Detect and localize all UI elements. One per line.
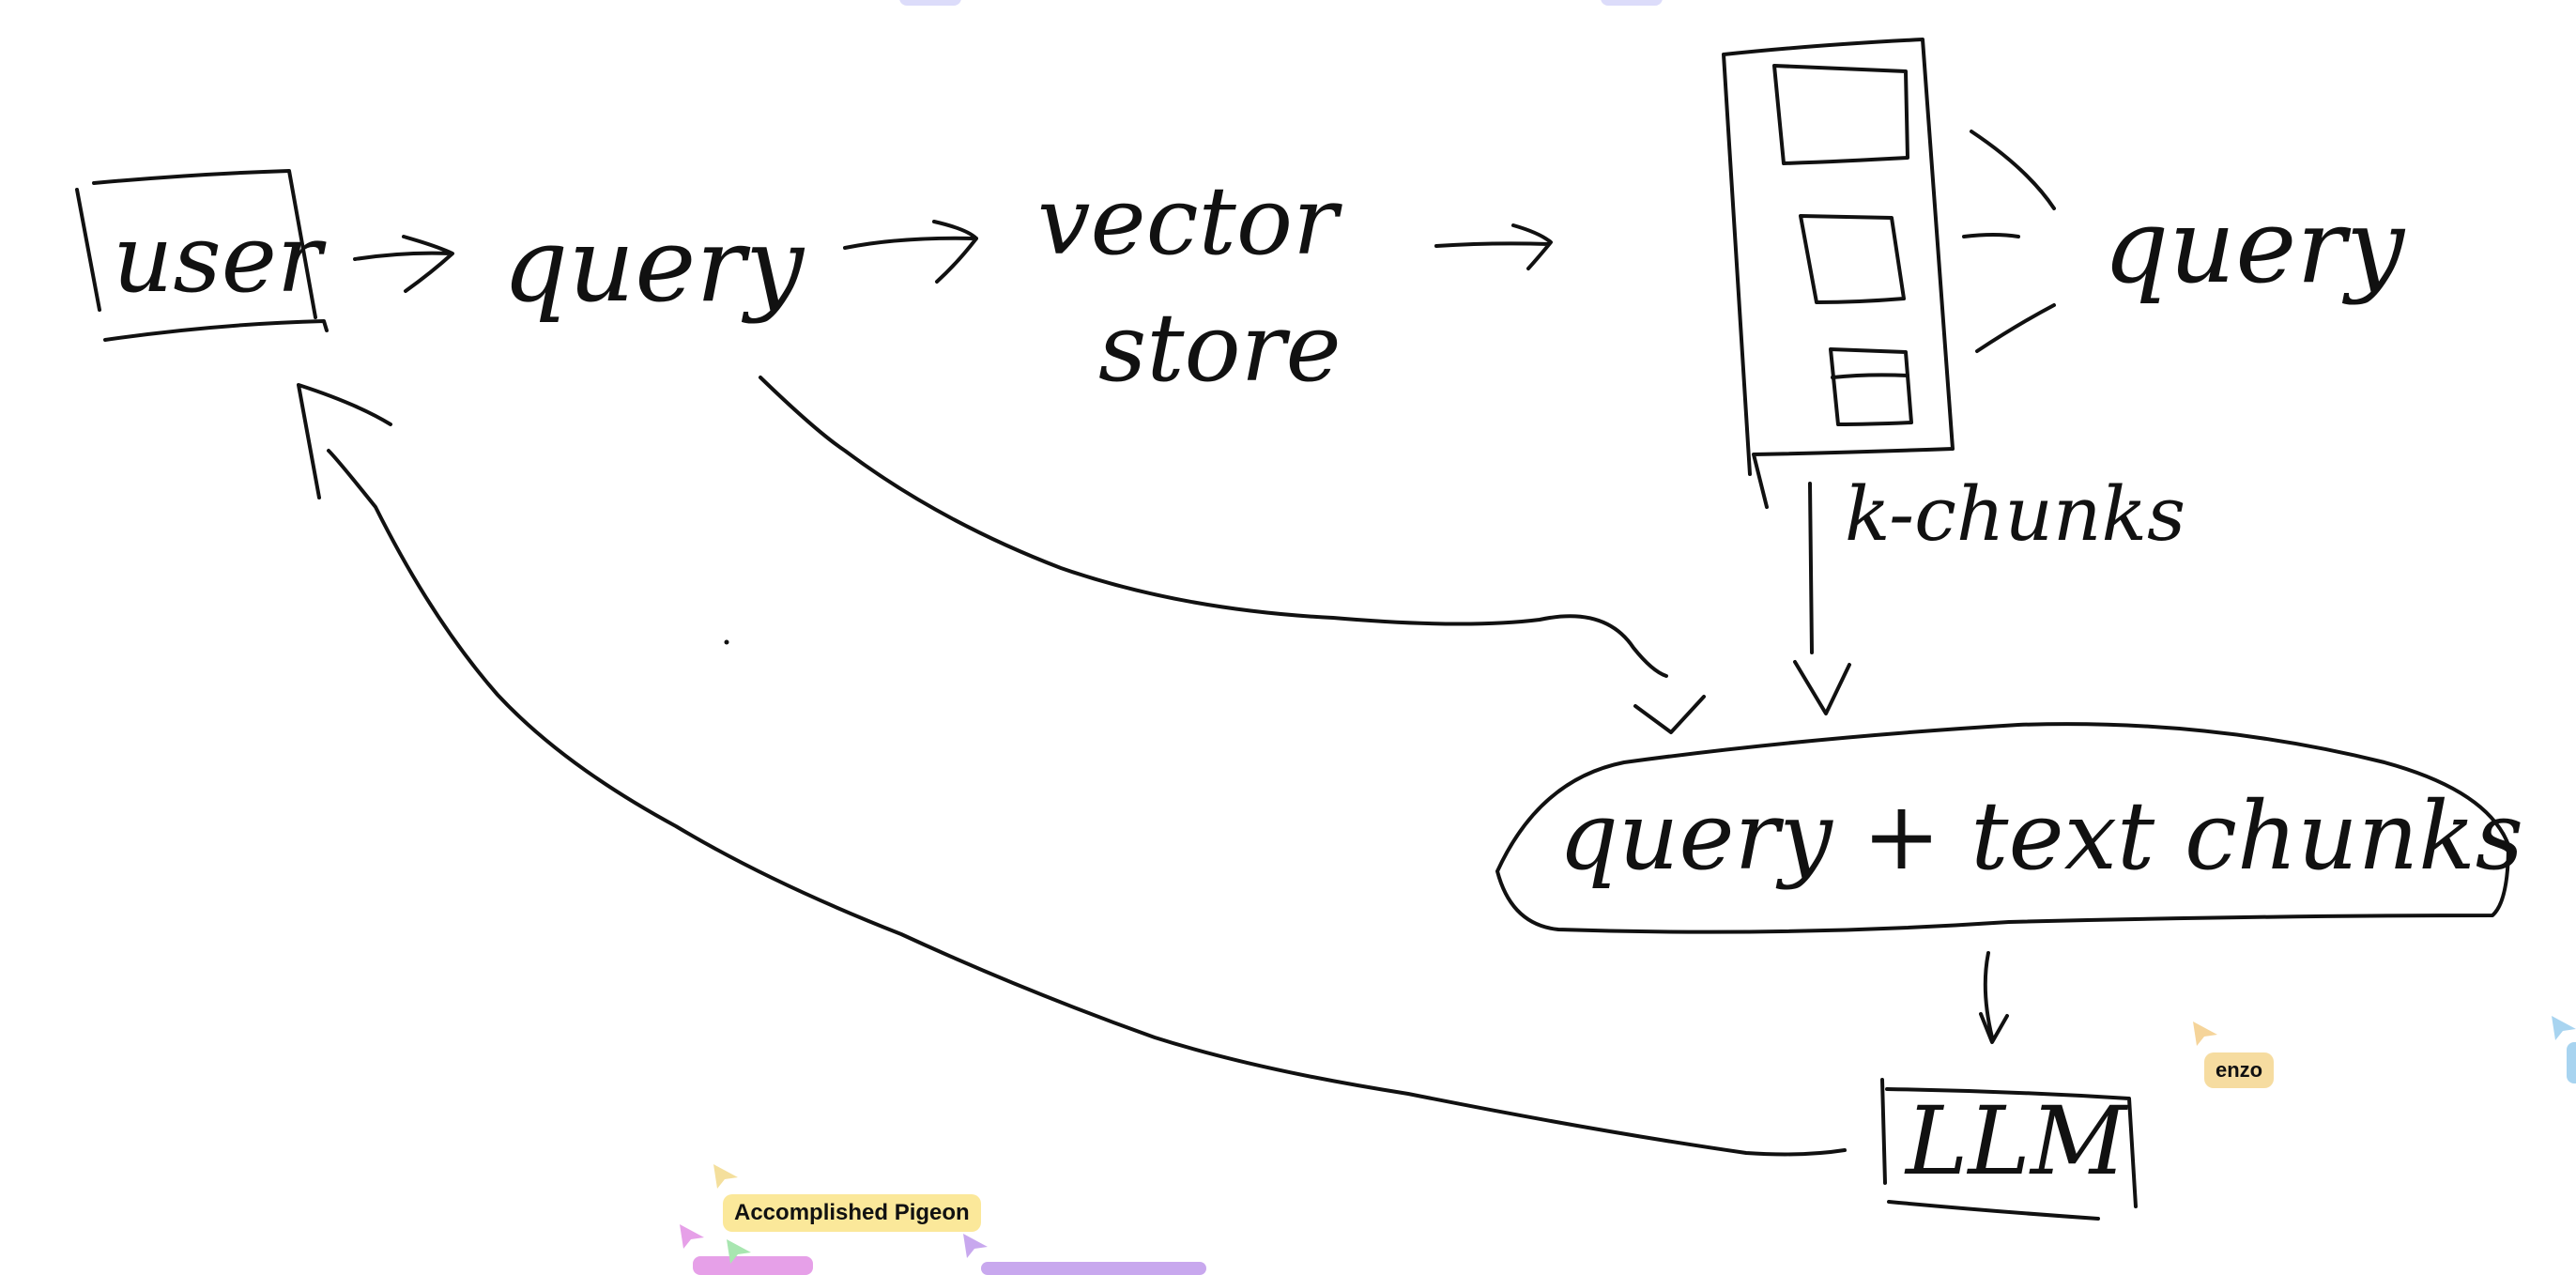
- arrow-query-to-combined: [759, 376, 1706, 734]
- arrow-k-chunks: k-chunks: [1793, 470, 2185, 715]
- blue-chip: [2567, 1042, 2576, 1083]
- collaborator-cursor-green: [725, 1237, 753, 1270]
- query-right-label: query: [2103, 186, 2406, 306]
- llm-node: LLM: [1880, 1078, 2138, 1221]
- user-label: user: [113, 204, 327, 314]
- llm-label: LLM: [1904, 1086, 2129, 1196]
- collaborator-label-pigeon: Accomplished Pigeon: [723, 1194, 981, 1232]
- purple-chip: [981, 1262, 1206, 1275]
- arrow-user-to-query: [353, 235, 454, 293]
- query-label: query: [502, 205, 805, 325]
- cursor-arrow-icon: [713, 1164, 738, 1189]
- arrow-combined-to-llm: [1979, 951, 2009, 1044]
- cursor-arrow-icon: [963, 1234, 988, 1258]
- vector-store-line2: store: [1098, 293, 1342, 403]
- cursor-arrow-icon: [2193, 1022, 2217, 1046]
- edge-chip-right: [1601, 0, 1663, 6]
- cursor-arrow-icon: [680, 1224, 704, 1249]
- combined-label: query + text chunks: [1558, 781, 2523, 891]
- collaborator-cursor-enzo: [2191, 1020, 2219, 1052]
- vector-store-line1: vector: [1037, 166, 1342, 276]
- arrow-vector-store-to-chunks: [1434, 223, 1553, 270]
- cursor-arrow-icon: [727, 1239, 751, 1264]
- collaborator-cursor-purple: [961, 1232, 989, 1265]
- chunk-1: [1772, 64, 1909, 165]
- collaborator-cursor-pigeon: [712, 1162, 740, 1195]
- query-fanout: query: [1962, 130, 2406, 353]
- vector-store-node: vector store: [1037, 166, 1342, 403]
- edge-chip-left: [899, 0, 961, 6]
- arrow-llm-to-user: [297, 383, 1847, 1157]
- collaborator-cursor-blue: [2550, 1014, 2576, 1047]
- pink-chip: [693, 1256, 813, 1275]
- user-node[interactable]: user: [75, 169, 329, 342]
- stray-dot: [724, 639, 729, 645]
- chunk-3: [1829, 347, 1913, 426]
- cursor-arrow-icon: [2552, 1016, 2576, 1040]
- chunk-stack: [1722, 38, 1955, 509]
- k-chunks-label: k-chunks: [1845, 470, 2185, 558]
- collaborator-cursor-pink: [678, 1222, 706, 1255]
- arrow-query-to-vector-store: [843, 220, 978, 284]
- collaborator-label-enzo: enzo: [2204, 1052, 2275, 1088]
- chunk-2: [1799, 214, 1906, 304]
- combined-node: query + text chunks: [1495, 722, 2523, 934]
